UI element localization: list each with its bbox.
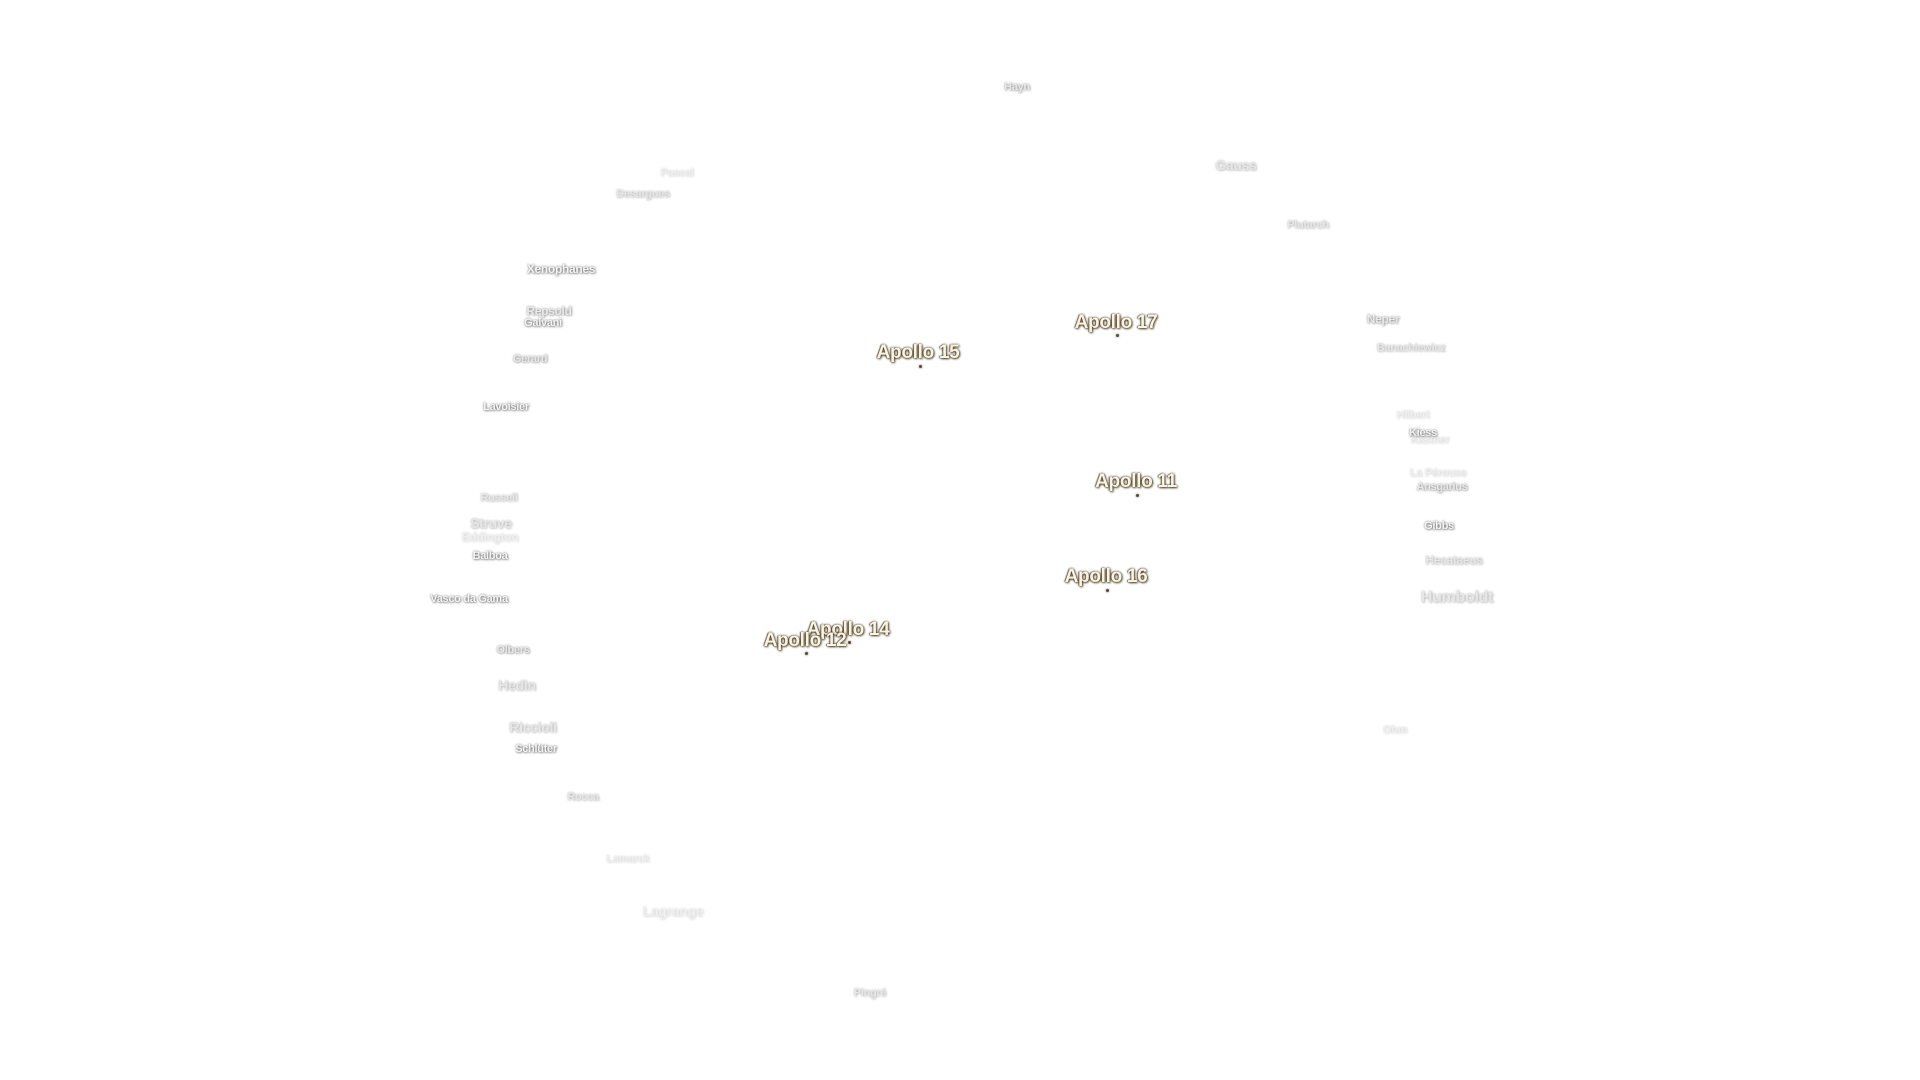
apollo-15-label[interactable]: Apollo 15: [876, 342, 960, 363]
apollo-17-site-marker[interactable]: [1116, 334, 1119, 337]
feature-label-repsold: Repsold: [526, 304, 572, 318]
feature-label-kiess: Kiess: [1409, 427, 1437, 439]
feature-label-pascal: Pascal: [660, 167, 694, 179]
apollo-12-site-marker[interactable]: [805, 652, 808, 655]
apollo-16-label[interactable]: Apollo 16: [1064, 566, 1148, 587]
apollo-16-site-marker[interactable]: [1106, 589, 1109, 592]
apollo-14-label[interactable]: Apollo 14: [806, 619, 890, 640]
apollo-11-site-marker[interactable]: [1136, 494, 1139, 497]
apollo-14-site-marker[interactable]: [848, 641, 851, 644]
feature-label-banachiewicz: Banachiewicz: [1376, 342, 1446, 354]
feature-label-ansgarius: Ansgarius: [1416, 481, 1468, 493]
feature-label-hayn: Hayn: [1004, 81, 1030, 93]
feature-label-vasco-da-gama: Vasco da Gama: [430, 593, 508, 605]
feature-label-kastner: Kästner: [1410, 434, 1450, 446]
feature-label-schluter: Schlüter: [515, 743, 557, 755]
feature-label-gerard: Gerard: [512, 353, 548, 365]
feature-label-pingre: Pingré: [853, 987, 887, 999]
feature-label-plutarch: Plutarch: [1287, 219, 1329, 231]
feature-label-gibbs: Gibbs: [1424, 520, 1454, 532]
feature-label-eddington: Eddington: [461, 530, 519, 544]
apollo-17-label[interactable]: Apollo 17: [1074, 312, 1158, 333]
apollo-15-site-marker[interactable]: [919, 365, 922, 368]
feature-label-struve: Struve: [470, 515, 512, 531]
feature-label-la-perouse: La Pérouse: [1409, 467, 1467, 479]
feature-label-desargues: Desargues: [616, 188, 670, 200]
feature-label-galvani: Galvani: [524, 317, 562, 329]
feature-label-xenophanes: Xenophanes: [526, 262, 596, 276]
feature-label-riccioli: Riccioli: [509, 719, 557, 735]
apollo-11-label[interactable]: Apollo 11: [1095, 471, 1177, 492]
feature-label-hecataeus: Hecataeus: [1425, 553, 1483, 567]
feature-label-lavoisier: Lavoisier: [483, 401, 529, 413]
feature-label-rocca: Rocca: [567, 791, 599, 803]
feature-label-lamarck: Lamarck: [606, 853, 650, 865]
feature-label-balboa: Balboa: [472, 550, 508, 562]
feature-label-russell: Russell: [480, 492, 518, 504]
feature-label-olbers: Olbers: [496, 644, 530, 656]
apollo-12-label[interactable]: Apollo 12: [763, 630, 847, 651]
feature-label-neper: Neper: [1366, 312, 1400, 326]
feature-label-gauss: Gauss: [1215, 157, 1257, 173]
feature-label-hedin: Hedin: [498, 677, 536, 693]
feature-label-lagrange: Lagrange: [642, 903, 704, 919]
feature-label-hilbert: Hilbert: [1396, 409, 1430, 421]
feature-label-humboldt: Humboldt: [1420, 589, 1494, 606]
feature-label-ohm: Ohm: [1382, 724, 1408, 736]
